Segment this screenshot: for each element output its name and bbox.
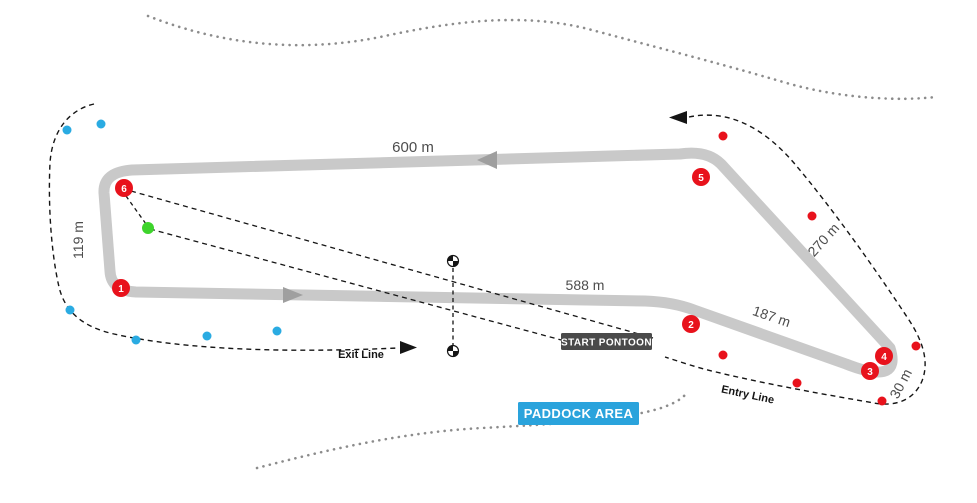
distance-label-west-side: 119 m — [70, 221, 86, 259]
blue-marker-dot — [96, 119, 106, 129]
paddock-area-box — [518, 402, 639, 425]
sight-line-upper — [130, 190, 654, 339]
red-marker-dot — [792, 378, 802, 388]
buoy-number: 2 — [688, 320, 694, 331]
transit-marker-quadrant — [447, 255, 453, 261]
distance-label-southeast-diagonal: 187 m — [751, 302, 793, 330]
buoy-number: 3 — [867, 367, 873, 378]
buoy-6: 6 — [115, 179, 133, 197]
sight-line-lower — [149, 228, 566, 342]
buoy-circle — [692, 168, 710, 186]
start-pontoon-label: START PONTOON — [561, 338, 652, 349]
buoy-circle — [112, 279, 130, 297]
distance-label-northeast-diagonal: 270 m — [804, 220, 842, 260]
transit-marker-bottom — [446, 344, 460, 358]
transit-marker-quadrant — [447, 345, 453, 351]
transit-marker-quadrant — [453, 261, 459, 267]
track-direction-arrow-top — [477, 151, 497, 169]
entry-line-path — [664, 114, 926, 405]
green-marker-dot — [142, 222, 154, 234]
buoy-1: 1 — [112, 279, 130, 297]
exit-line-path — [48, 103, 399, 351]
red-marker-dot — [718, 350, 728, 360]
buoy-circle — [875, 347, 893, 365]
exit-line-arrowhead — [400, 341, 417, 354]
start-pontoon-box — [561, 333, 652, 350]
transit-marker-quadrant — [453, 351, 459, 357]
exit-line-label: Exit Line — [338, 349, 384, 361]
blue-marker-dot — [65, 305, 75, 315]
buoy-3: 3 — [861, 362, 879, 380]
buoy-number: 5 — [698, 173, 704, 184]
buoy-5: 5 — [692, 168, 710, 186]
buoy-number: 6 — [121, 184, 127, 195]
shoreline-bottom — [255, 390, 689, 470]
paddock-area: PADDOCK AREA — [518, 402, 639, 425]
buoy-circle — [115, 179, 133, 197]
entry-line-label: Entry Line — [720, 384, 775, 407]
blue-marker-dot — [272, 326, 282, 336]
shoreline-top — [146, 14, 938, 101]
paddock-area-label: PADDOCK AREA — [524, 406, 634, 421]
buoy-circle — [861, 362, 879, 380]
buoy-circle — [682, 315, 700, 333]
buoy-2: 2 — [682, 315, 700, 333]
red-marker-dot — [807, 211, 817, 221]
red-marker-dot — [877, 396, 887, 406]
start-pontoon: START PONTOON — [561, 333, 652, 350]
distance-label-main-straight: 588 m — [566, 277, 605, 293]
buoy-number: 1 — [118, 284, 124, 295]
transit-marker-top — [446, 254, 460, 268]
entry-direction-arrowhead — [669, 111, 687, 124]
sight-line-connector — [125, 195, 147, 225]
red-marker-dot — [718, 131, 728, 141]
track-outline — [98, 147, 898, 378]
track-direction-arrow-bottom — [283, 287, 303, 303]
buoy-number: 4 — [881, 352, 887, 363]
blue-marker-dot — [202, 331, 212, 341]
blue-marker-dot — [62, 125, 72, 135]
blue-marker-dot — [131, 335, 141, 345]
red-marker-dot — [911, 341, 921, 351]
buoy-4: 4 — [875, 347, 893, 365]
distance-label-top-straight: 600 m — [392, 139, 434, 156]
